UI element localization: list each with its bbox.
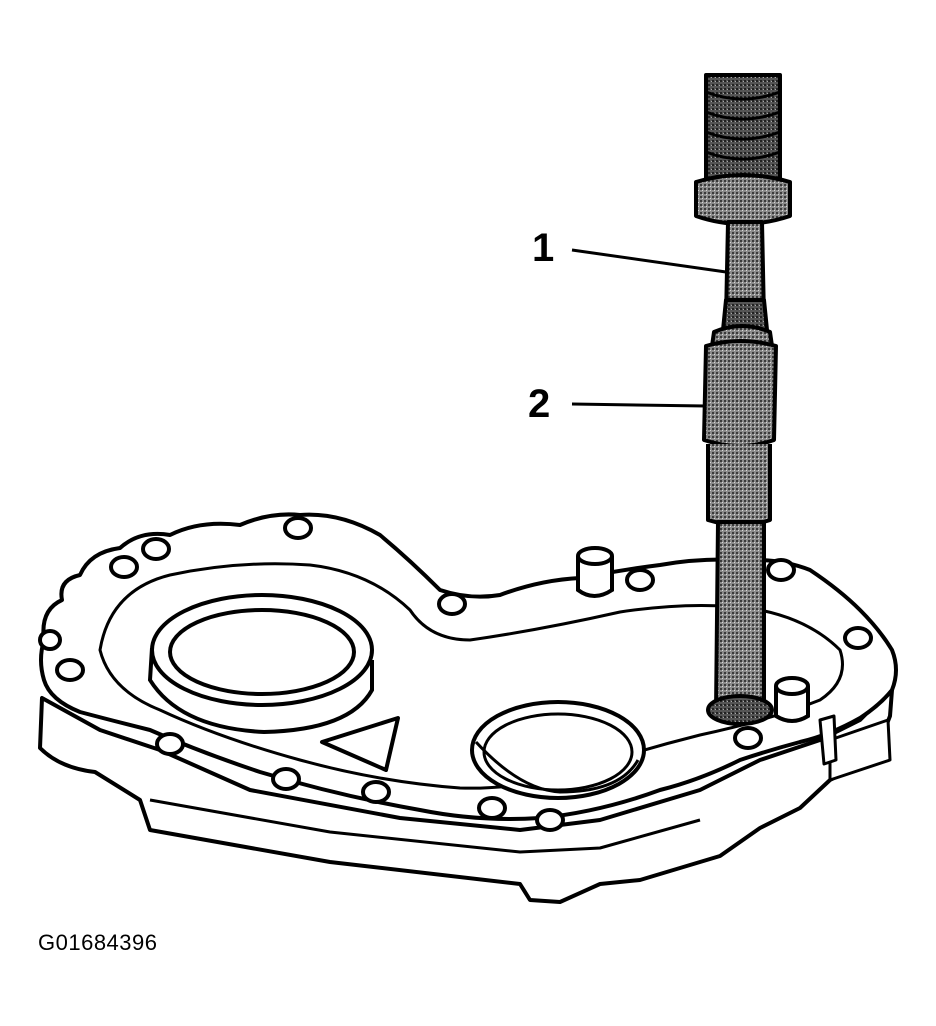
bolt-holes	[38, 516, 873, 832]
callout-leaders	[571, 248, 727, 408]
leader-line-2	[571, 402, 707, 408]
housing-plate	[38, 512, 898, 904]
triangular-rib	[320, 716, 400, 772]
remover-tool	[694, 73, 792, 726]
callout-label-2: 2	[528, 382, 551, 426]
leader-line-1	[571, 248, 727, 274]
dowel-pins	[576, 546, 810, 723]
figure-id: G01684396	[38, 930, 158, 955]
callout-label-1: 1	[532, 226, 555, 270]
large-bore	[147, 593, 374, 735]
small-bore	[470, 700, 646, 800]
